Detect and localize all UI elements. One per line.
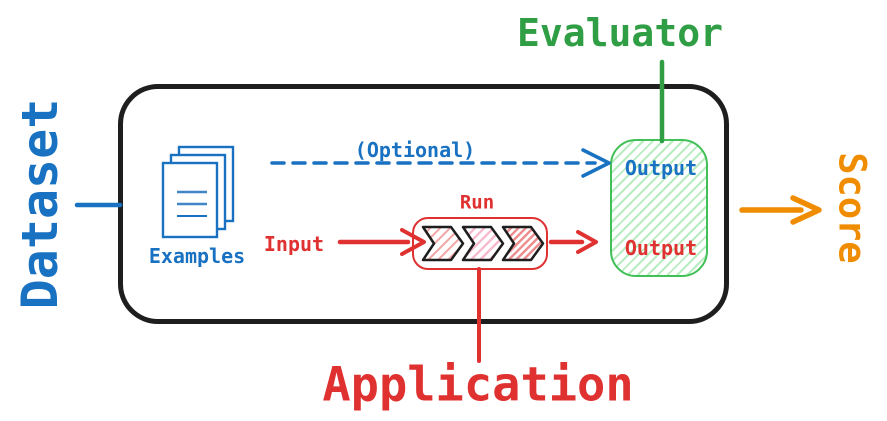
evaluator-label: Evaluator [517, 11, 723, 55]
score-arrow-icon [739, 195, 822, 225]
application-output-label: Output [624, 236, 698, 260]
evaluator-output-label: Output [624, 156, 698, 180]
application-label: Application [322, 357, 634, 413]
examples-label: Examples [148, 244, 246, 268]
run-box [412, 217, 548, 270]
optional-label: (Optional) [354, 138, 476, 162]
score-label: Score [830, 152, 874, 264]
evaluator-output-box [610, 139, 708, 277]
input-label: Input [263, 232, 325, 256]
run-label: Run [459, 191, 495, 214]
dataset-label: Dataset [11, 98, 69, 310]
